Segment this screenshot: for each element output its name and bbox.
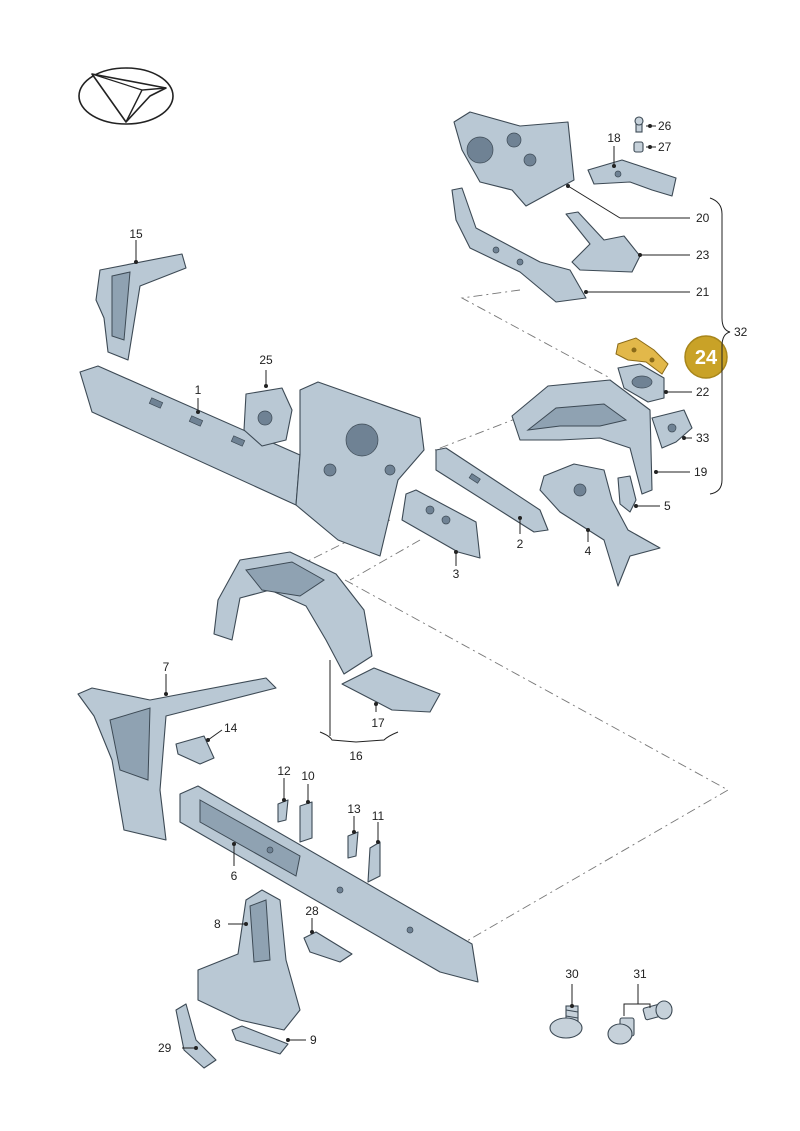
callout-8: 8 [214, 917, 221, 931]
callout-14: 14 [224, 721, 238, 735]
callout-9: 9 [310, 1033, 317, 1047]
callout-25: 25 [259, 353, 273, 367]
callout-32: 32 [734, 325, 748, 339]
callout-10: 10 [301, 769, 315, 783]
part-23 [565, 211, 641, 273]
callout-29: 29 [158, 1041, 172, 1055]
bolt-31b [642, 1000, 673, 1021]
callout-30: 30 [565, 967, 579, 981]
callout-21: 21 [696, 285, 710, 299]
part-14 [175, 735, 215, 765]
callout-19: 19 [694, 465, 708, 479]
part-3 [401, 489, 481, 559]
group-bracket-16 [319, 731, 399, 743]
callout-15: 15 [129, 227, 143, 241]
callout-31: 31 [633, 967, 647, 981]
bolt-30 [549, 1005, 583, 1039]
part-6 [179, 785, 479, 983]
part-28 [303, 931, 353, 963]
part-1 [79, 365, 301, 506]
part-9 [231, 1025, 289, 1055]
callout-3: 3 [453, 567, 460, 581]
nut-27 [633, 141, 644, 153]
callout-28: 28 [305, 904, 319, 918]
part-5 [617, 475, 637, 513]
callout-22: 22 [696, 385, 710, 399]
callout-17: 17 [371, 716, 385, 730]
part-20 [453, 111, 575, 207]
callout-5: 5 [664, 499, 671, 513]
part-18 [587, 159, 677, 197]
part-2 [435, 447, 549, 533]
part-17 [341, 667, 441, 713]
part-10 [299, 801, 313, 843]
part-12 [277, 799, 289, 823]
callout-7: 7 [163, 660, 170, 674]
callout-13: 13 [347, 802, 361, 816]
group-bracket-32 [709, 197, 731, 495]
highlight-badge-label: 24 [695, 347, 718, 369]
callout-16: 16 [349, 749, 363, 763]
part-8 [197, 889, 301, 1031]
callout-4: 4 [585, 544, 592, 558]
callout-11: 11 [372, 809, 385, 823]
part-21 [451, 187, 587, 303]
part-11 [367, 841, 381, 883]
callout-2: 2 [517, 537, 524, 551]
callout-1: 1 [195, 383, 202, 397]
part-19 [511, 379, 653, 495]
part-22 [617, 363, 665, 403]
part-29 [175, 1003, 217, 1069]
highlight-badge[interactable]: 24 [684, 335, 728, 379]
callout-6: 6 [231, 869, 238, 883]
part-13 [347, 831, 359, 859]
paper-plane-logo-icon [78, 67, 174, 125]
callout-33: 33 [696, 431, 710, 445]
part-25 [243, 387, 293, 447]
part-15 [95, 253, 187, 361]
callout-26: 26 [658, 119, 672, 133]
callout-12: 12 [277, 764, 291, 778]
callout-23: 23 [696, 248, 710, 262]
part-4 [539, 463, 661, 587]
rear-inner-panel [295, 381, 425, 557]
wheel-house-16 [213, 551, 373, 675]
part-24-highlighted [615, 337, 669, 375]
part-7 [77, 677, 277, 841]
callout-27: 27 [658, 140, 672, 154]
callout-18: 18 [607, 131, 621, 145]
bolt-26 [634, 116, 644, 133]
callout-20: 20 [696, 211, 710, 225]
part-33 [651, 409, 693, 449]
bolt-31a [607, 1017, 635, 1045]
